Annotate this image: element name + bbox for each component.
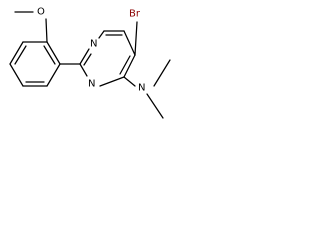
bond-ar4-ar5 bbox=[9, 63, 24, 87]
bond-c6-n1 bbox=[98, 30, 105, 39]
ring-nitrogen-bottom-label: N bbox=[88, 79, 95, 90]
bond-n-methyl-down bbox=[146, 93, 164, 119]
bond-n1-c2-inner bbox=[83, 53, 92, 66]
bond-ar1-ar2-inner bbox=[43, 45, 56, 65]
bond-c4-c5-inner bbox=[119, 55, 131, 75]
bond-c5-ring-top bbox=[123, 30, 136, 56]
bond-c2-n3 bbox=[79, 63, 88, 77]
bond-n3-c4 bbox=[99, 76, 125, 87]
bond-n1-c2 bbox=[79, 48, 90, 65]
bromine-atom-label: Br bbox=[129, 9, 141, 20]
dimethylamino-group bbox=[123, 59, 171, 119]
bond-ar3-ar4-inner bbox=[14, 45, 27, 65]
molecule-structure: Br O N N N bbox=[9, 7, 171, 119]
bond-ar-o bbox=[45, 18, 48, 43]
bond-n-methyl-right bbox=[153, 59, 171, 87]
dimethylamino-nitrogen-label: N bbox=[138, 83, 145, 94]
bond-c-br bbox=[134, 21, 138, 56]
bond-c4-n bbox=[123, 76, 136, 87]
bond-ar1-ar2 bbox=[46, 41, 61, 65]
benzene-ring bbox=[9, 41, 81, 87]
methoxy-group bbox=[14, 11, 48, 43]
bond-ar6-ar1 bbox=[46, 63, 61, 87]
bond-ar3-ar4 bbox=[9, 41, 24, 65]
oxygen-atom-label: O bbox=[37, 7, 45, 18]
pyrimidine-ring bbox=[79, 30, 136, 87]
ring-nitrogen-left-label: N bbox=[90, 39, 97, 50]
structure-canvas: Br O N N N bbox=[0, 0, 204, 129]
bond-c4-c5 bbox=[123, 54, 136, 78]
